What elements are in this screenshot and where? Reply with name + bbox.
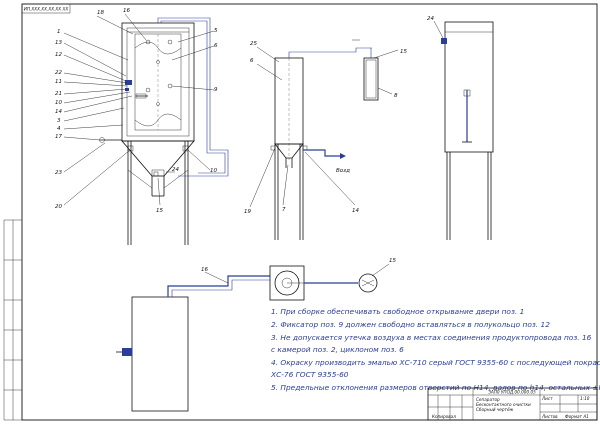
note-4-cont: ХС-76 ГОСТ 9355-60 bbox=[270, 370, 349, 379]
callout-7: 7 bbox=[282, 207, 286, 213]
callout-24: 24 bbox=[427, 16, 434, 22]
callout-14: 14 bbox=[55, 109, 62, 115]
sheets-label: Листов bbox=[541, 414, 558, 419]
note-3: 3. Не допускается утечка воздуха в места… bbox=[271, 333, 592, 342]
title-name-3: Сборный чертёж bbox=[476, 407, 514, 412]
callout-10: 10 bbox=[55, 100, 62, 106]
callout-17: 17 bbox=[55, 134, 62, 140]
callout-5: 5 bbox=[214, 28, 218, 34]
note-2: 2. Фиксатор поз. 9 должен свободно встав… bbox=[271, 320, 550, 329]
callout-24-left: 24 bbox=[172, 167, 179, 173]
note-4: 4. Окраску производить эмалью ХС-710 сер… bbox=[271, 358, 600, 367]
sheet-label: Лист bbox=[541, 396, 553, 401]
callout-25: 25 bbox=[250, 41, 257, 47]
copied-label: Копировал bbox=[432, 414, 456, 419]
callout-12: 12 bbox=[55, 52, 62, 58]
callout-21: 21 bbox=[55, 91, 62, 97]
callout-11: 11 bbox=[55, 79, 62, 85]
right-side-view: 24 bbox=[427, 16, 494, 240]
callout-14-mid: 14 bbox=[352, 208, 359, 214]
callout-15-left: 15 bbox=[156, 208, 163, 214]
bottom-plan-view: 16 15 bbox=[116, 258, 396, 412]
callout-6-left: 6 bbox=[214, 43, 218, 49]
callout-15-filter: 15 bbox=[400, 49, 407, 55]
technical-notes: 1. При сборке обеспечивать свободное отк… bbox=[270, 307, 600, 392]
callout-9: 9 bbox=[214, 87, 218, 93]
small-filter-cylinder: 15 8 bbox=[363, 48, 407, 101]
middle-cyclone-unit: Возд bbox=[270, 39, 372, 240]
door-latch bbox=[125, 80, 132, 85]
note-3-cont: с камерой поз. 2, циклоном поз. 6 bbox=[271, 345, 404, 354]
scale-value: 1:10 bbox=[580, 396, 590, 401]
callout-1: 1 bbox=[57, 29, 61, 35]
note-1: 1. При сборке обеспечивать свободное отк… bbox=[271, 307, 524, 316]
callout-8: 8 bbox=[394, 93, 398, 99]
title-name-1: Сепаратор bbox=[476, 397, 500, 402]
callout-3: 3 bbox=[57, 118, 61, 124]
note-5: 5. Предельные отклонения размеров отверс… bbox=[271, 383, 600, 392]
callout-15-bottom: 15 bbox=[389, 258, 396, 264]
title-name-2: Бесконтактного очистки bbox=[476, 402, 531, 407]
format-label: Формат А1 bbox=[565, 414, 589, 419]
callout-4: 4 bbox=[57, 126, 61, 132]
flow-label-air: Возд bbox=[336, 168, 350, 174]
corner-stamp: ИП.ХХХ.ХХ.ХХ.ХХ ХХ bbox=[21, 3, 71, 14]
callout-20: 20 bbox=[55, 204, 62, 210]
middle-unit-callouts: 25 6 7 19 14 bbox=[244, 41, 359, 215]
callout-13: 13 bbox=[55, 40, 62, 46]
callout-6: 6 bbox=[250, 58, 254, 64]
corner-stamp-text: ИП.ХХХ.ХХ.ХХ.ХХ ХХ bbox=[24, 7, 69, 12]
left-unit-callouts: 18 16 1 13 12 22 11 21 10 14 3 4 17 23 2… bbox=[55, 8, 218, 214]
drawing-frame bbox=[21, 3, 598, 421]
callout-22: 22 bbox=[55, 70, 62, 76]
left-separator-unit bbox=[99, 17, 229, 245]
callout-23: 23 bbox=[55, 170, 62, 176]
callout-16-bottom: 16 bbox=[201, 267, 208, 273]
title-designation: ЗАП0 УПОД.00.000.05 bbox=[488, 390, 536, 395]
callout-20-right: 10 bbox=[210, 168, 217, 174]
callout-16: 16 bbox=[123, 8, 130, 14]
title-block: ЗАП0 УПОД.00.000.05 Сепаратор Бесконтакт… bbox=[427, 387, 598, 421]
callout-19: 19 bbox=[244, 209, 251, 215]
callout-18: 18 bbox=[97, 10, 104, 16]
